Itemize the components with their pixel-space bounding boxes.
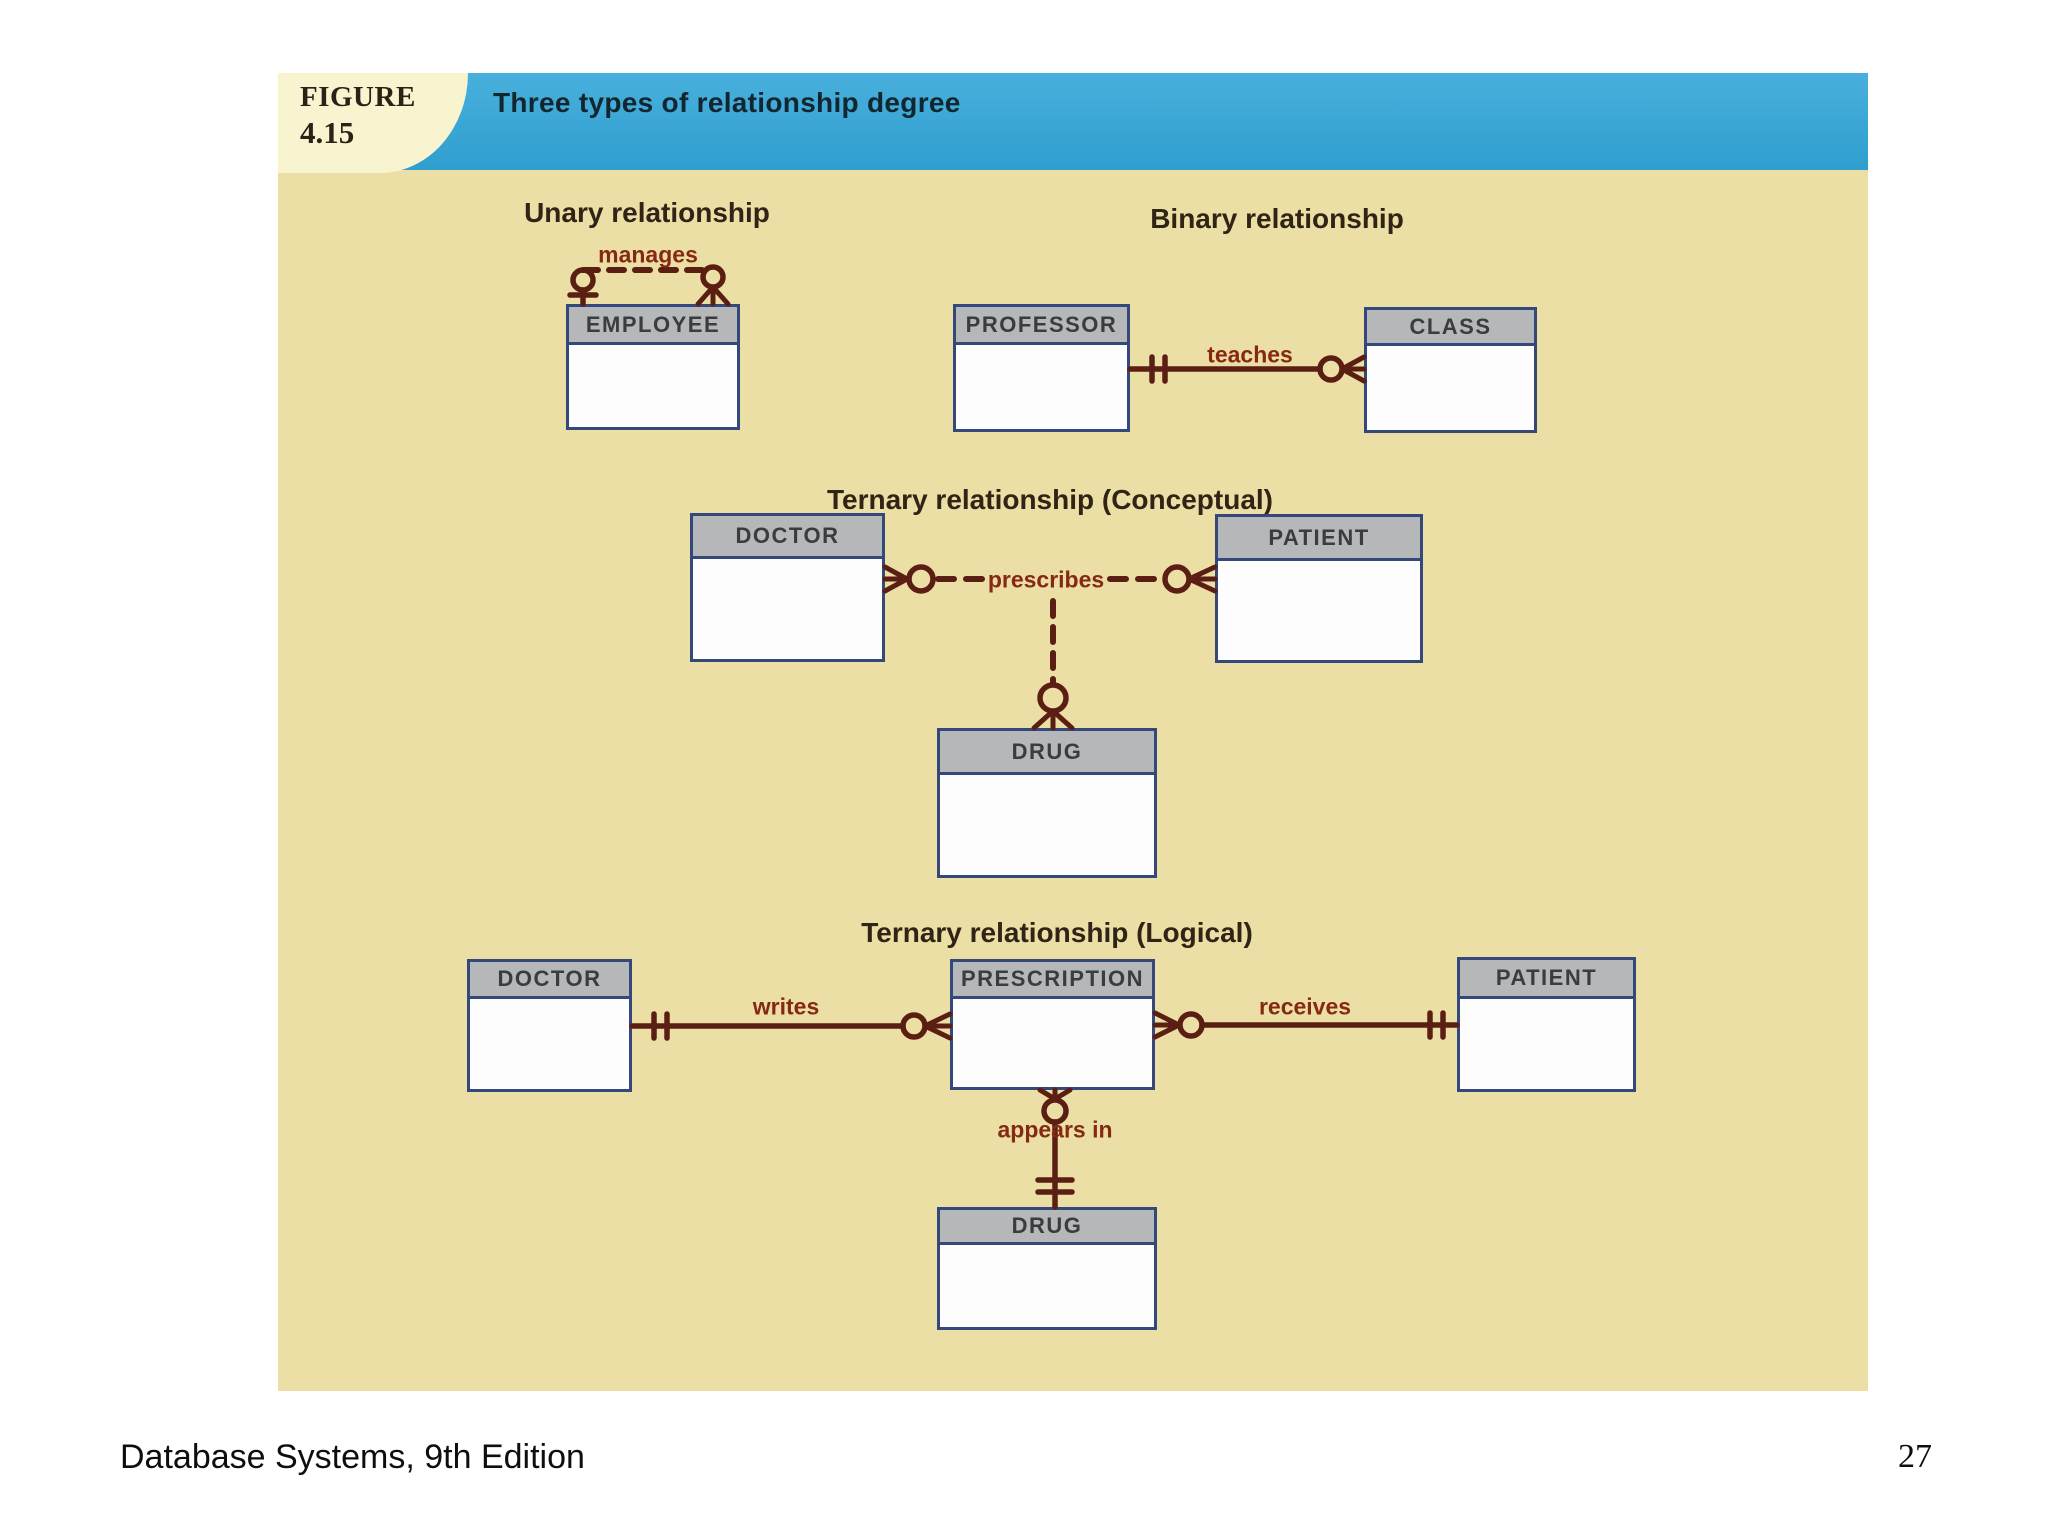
heading-unary: Unary relationship — [524, 197, 770, 228]
crow-foot-many-icon — [1152, 1010, 1182, 1040]
receives-label: receives — [1258, 993, 1352, 1020]
entity-patient-conceptual: PATIENT — [1215, 514, 1423, 663]
entity-drug-conceptual: DRUG — [937, 728, 1157, 878]
entity-drug-conceptual-header: DRUG — [940, 731, 1154, 775]
crow-foot-many-icon — [1031, 708, 1075, 731]
entity-doctor-logical: DOCTOR — [467, 959, 632, 1092]
heading-ternary-conceptual: Ternary relationship (Conceptual) — [827, 484, 1273, 515]
optional-circle-icon — [906, 564, 936, 594]
crow-foot-many-icon — [1186, 564, 1218, 594]
one-bar-icon — [567, 287, 599, 307]
crow-foot-many-icon — [1037, 1087, 1073, 1102]
optional-circle-icon — [1162, 564, 1192, 594]
entity-patient-logical-header: PATIENT — [1460, 960, 1633, 999]
figure-label-tab: FIGURE 4.15 — [278, 73, 468, 173]
heading-binary: Binary relationship — [1150, 203, 1404, 234]
entity-employee-title: EMPLOYEE — [585, 311, 721, 337]
manages-label: manages — [598, 241, 698, 268]
entity-drug-logical-header: DRUG — [940, 1210, 1154, 1245]
footer-book-title: Database Systems, 9th Edition — [120, 1438, 585, 1476]
entity-employee-header: EMPLOYEE — [569, 307, 737, 345]
entity-prescription: PRESCRIPTION — [950, 959, 1155, 1090]
entity-drug-logical-title: DRUG — [1011, 1213, 1083, 1238]
entity-doctor-conceptual-title: DOCTOR — [735, 523, 840, 548]
crow-foot-many-icon — [882, 564, 910, 594]
manages-connector — [567, 264, 731, 307]
mandatory-one-bars-icon — [1427, 1010, 1446, 1040]
entity-prescription-header: PRESCRIPTION — [953, 962, 1152, 999]
appears-in-connector — [1035, 1087, 1075, 1210]
footer-page-number: 27 — [1898, 1438, 1932, 1475]
entity-professor-header: PROFESSOR — [956, 307, 1127, 345]
entity-prescription-title: PRESCRIPTION — [960, 966, 1145, 991]
entity-doctor-logical-header: DOCTOR — [470, 962, 629, 999]
entity-class-title: CLASS — [1409, 313, 1492, 339]
crow-foot-many-icon — [922, 1011, 953, 1041]
heading-ternary-logical: Ternary relationship (Logical) — [861, 917, 1253, 948]
entity-class-header: CLASS — [1367, 310, 1534, 346]
optional-circle-icon — [900, 1012, 928, 1040]
entity-doctor-logical-title: DOCTOR — [497, 966, 602, 991]
optional-circle-icon — [1037, 682, 1069, 714]
mandatory-one-bars-icon — [651, 1011, 670, 1041]
teaches-label: teaches — [1207, 341, 1293, 368]
entity-doctor-conceptual: DOCTOR — [690, 513, 885, 662]
prescribes-label: prescribes — [987, 566, 1105, 593]
mandatory-one-bars-icon — [1035, 1177, 1075, 1195]
optional-circle-icon — [1317, 355, 1345, 383]
mandatory-one-bars-icon — [1149, 354, 1168, 384]
appears-in-label: appears in — [997, 1116, 1113, 1143]
entity-patient-conceptual-header: PATIENT — [1218, 517, 1420, 561]
figure-label-word: FIGURE — [300, 81, 416, 113]
entity-drug-logical: DRUG — [937, 1207, 1157, 1330]
optional-circle-icon — [570, 267, 596, 293]
figure-title: Three types of relationship degree — [493, 87, 961, 118]
entity-professor-title: PROFESSOR — [965, 311, 1118, 337]
entity-patient-logical: PATIENT — [1457, 957, 1636, 1092]
entity-professor: PROFESSOR — [953, 304, 1130, 432]
entity-employee: EMPLOYEE — [566, 304, 740, 430]
entity-class: CLASS — [1364, 307, 1537, 433]
entity-drug-conceptual-title: DRUG — [1011, 738, 1083, 764]
optional-circle-icon — [700, 264, 726, 290]
entity-doctor-conceptual-header: DOCTOR — [693, 516, 882, 559]
figure-panel: Three types of relationship degree FIGUR… — [278, 73, 1868, 1391]
writes-label: writes — [752, 993, 820, 1020]
figure-label-number: 4.15 — [300, 115, 355, 150]
crow-foot-many-icon — [695, 284, 731, 307]
entity-patient-logical-title: PATIENT — [1495, 965, 1598, 990]
crow-foot-many-icon — [1339, 354, 1367, 384]
figure-title-bar: Three types of relationship degree — [278, 73, 1868, 170]
entity-patient-conceptual-title: PATIENT — [1268, 524, 1370, 550]
optional-circle-icon — [1177, 1011, 1205, 1039]
